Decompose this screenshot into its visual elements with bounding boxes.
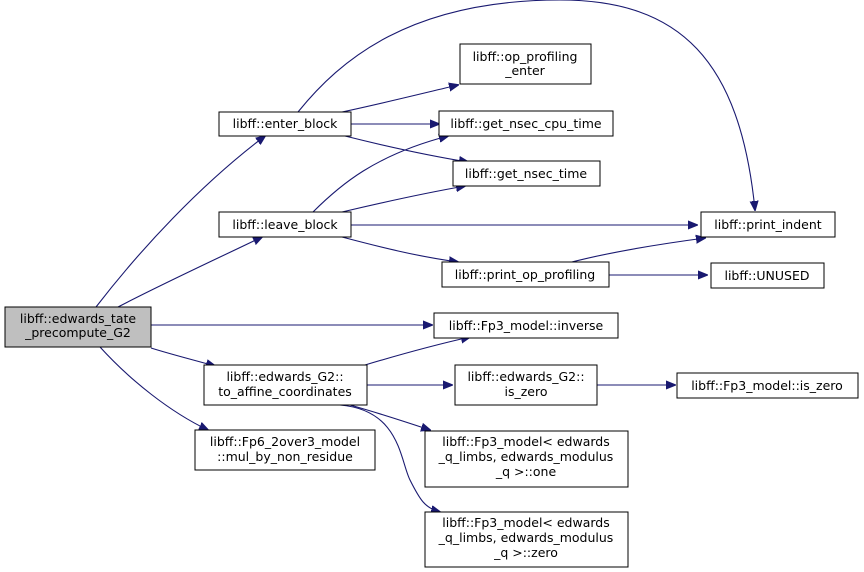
- edge-root-to-enter-block: [95, 136, 265, 308]
- call-edges: [95, 0, 755, 512]
- edge-to-affine-to-fp3-zero: [339, 404, 440, 512]
- node-label-line: libff::leave_block: [232, 217, 338, 232]
- node-label-line: _precompute_G2: [24, 325, 131, 340]
- node-to-affine-coordinates[interactable]: libff::edwards_G2:: to_affine_coordinate…: [203, 364, 368, 406]
- node-op-profiling-enter[interactable]: libff::op_profiling _enter: [459, 43, 592, 85]
- node-label-line: _q >::one: [495, 464, 557, 479]
- node-fp3-inverse[interactable]: libff::Fp3_model::inverse: [433, 312, 619, 339]
- node-label-line: libff::get_nsec_time: [465, 166, 587, 181]
- node-label-line: libff::enter_block: [233, 116, 338, 131]
- edge-print-op-profiling-to-print-indent: [567, 238, 705, 264]
- node-label-line: libff::print_op_profiling: [455, 267, 596, 282]
- node-fp3-is-zero[interactable]: libff::Fp3_model::is_zero: [676, 372, 859, 399]
- node-fp3-zero[interactable]: libff::Fp3_model< edwards _q_limbs, edwa…: [424, 511, 629, 568]
- node-label-line: _q >::zero: [493, 545, 558, 560]
- node-label-line: _enter: [504, 63, 545, 78]
- edge-root-to-leave-block: [117, 237, 262, 308]
- node-enter-block[interactable]: libff::enter_block: [218, 111, 352, 137]
- node-label-line: libff::get_nsec_cpu_time: [450, 116, 601, 131]
- node-fp6-mul-by-non-residue[interactable]: libff::Fp6_2over3_model ::mul_by_non_res…: [194, 429, 376, 471]
- node-label-line: _q_limbs, edwards_modulus: [438, 449, 614, 464]
- node-label-line: libff::Fp6_2over3_model: [210, 434, 360, 449]
- node-label-line: libff::op_profiling: [473, 49, 578, 64]
- node-fp3-one[interactable]: libff::Fp3_model< edwards _q_limbs, edwa…: [424, 430, 629, 488]
- edge-to-affine-to-fp3-inverse: [364, 337, 470, 366]
- node-label-line: libff::edwards_G2::: [226, 369, 343, 384]
- node-label-line: ::mul_by_non_residue: [217, 449, 353, 464]
- node-label-line: libff::edwards_tate: [20, 311, 137, 326]
- node-g2-is-zero[interactable]: libff::edwards_G2:: is_zero: [454, 364, 598, 406]
- node-label-line: to_affine_coordinates: [218, 384, 352, 399]
- node-label-line: libff::Fp3_model< edwards: [442, 515, 610, 530]
- node-print-indent[interactable]: libff::print_indent: [700, 211, 836, 238]
- node-print-op-profiling[interactable]: libff::print_op_profiling: [441, 261, 610, 288]
- edge-root-to-to-affine: [150, 347, 215, 366]
- edge-leave-block-to-get-nsec-time: [341, 186, 465, 213]
- node-label-line: libff::edwards_G2::: [467, 369, 584, 384]
- node-leave-block[interactable]: libff::leave_block: [218, 211, 352, 238]
- edge-to-affine-to-fp3-one: [349, 404, 430, 430]
- node-label-line: libff::Fp3_model< edwards: [442, 434, 610, 449]
- edge-enter-block-to-print-indent: [297, 0, 755, 210]
- node-unused[interactable]: libff::UNUSED: [710, 262, 825, 289]
- edge-leave-block-to-print-op-profiling: [341, 236, 458, 262]
- node-get-nsec-cpu-time[interactable]: libff::get_nsec_cpu_time: [438, 110, 614, 137]
- node-label-line: libff::print_indent: [714, 217, 821, 232]
- edge-leave-block-to-get-nsec-cpu-time: [312, 136, 448, 213]
- node-label-line: is_zero: [505, 384, 548, 399]
- node-get-nsec-time[interactable]: libff::get_nsec_time: [452, 160, 601, 187]
- node-label-line: _q_limbs, edwards_modulus: [438, 530, 614, 545]
- node-label-line: libff::Fp3_model::inverse: [449, 318, 604, 333]
- node-label-line: libff::Fp3_model::is_zero: [691, 378, 843, 393]
- node-edwards-tate-precompute-g2[interactable]: libff::edwards_tate _precompute_G2: [4, 306, 152, 348]
- edge-root-to-fp6-mul: [99, 346, 208, 430]
- node-label-line: libff::UNUSED: [724, 268, 809, 283]
- edge-enter-block-to-op-profiling-enter: [341, 85, 458, 113]
